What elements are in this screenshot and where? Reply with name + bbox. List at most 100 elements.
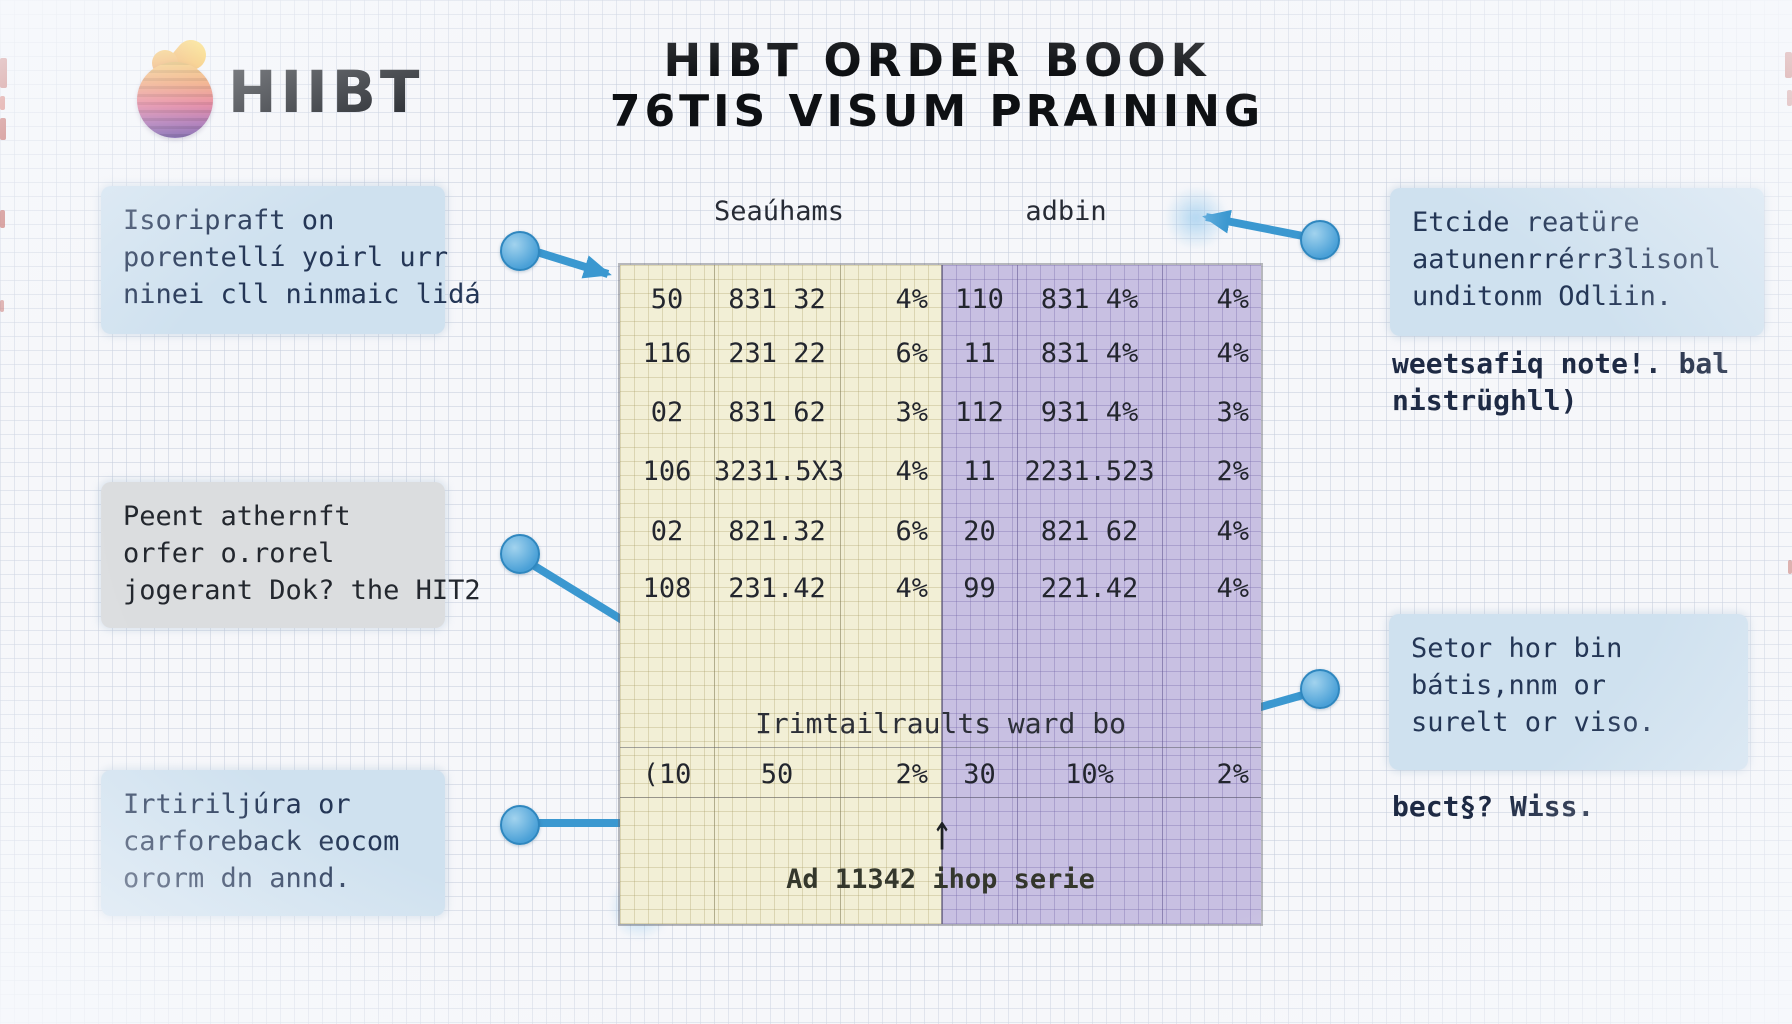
callout-line: Etcide reatüre: [1412, 207, 1640, 238]
callout-line: bátis,nnm or: [1411, 670, 1607, 701]
table-row: 116 231 22 6% 11 831 4% 4%: [620, 327, 1261, 381]
side-note-top: weetsafiq note!. bal nistrüghll): [1392, 345, 1729, 419]
hibt-logo-icon: [137, 62, 213, 138]
callout-line: Peent athernft: [123, 501, 351, 532]
footer-bid-price: 50: [760, 759, 794, 790]
edge-artifact: [0, 58, 7, 88]
bids-column-header: Seaúhams: [713, 196, 845, 227]
bid-qty: 116: [642, 338, 692, 369]
bid-qty: 02: [650, 397, 684, 428]
up-arrow-icon: ↑: [931, 803, 953, 863]
bid-price: 231 22: [728, 338, 826, 369]
footer-ask-pct: 2%: [1216, 759, 1249, 790]
side-note-line: weetsafiq note!. bal: [1392, 347, 1730, 380]
bid-qty: 108: [642, 573, 692, 604]
callout-line: ororm dn annd.: [123, 863, 351, 894]
edge-artifact: [1787, 90, 1792, 106]
edge-artifact: [1788, 560, 1792, 574]
bid-pct: 4%: [895, 284, 928, 315]
bid-qty: 50: [650, 284, 684, 315]
footer-ask-qty: 30: [963, 759, 996, 790]
ask-qty: 11: [963, 456, 996, 487]
ask-price: 221.42: [1040, 573, 1139, 604]
callout-line: jogerant Dok? the HIT2: [123, 575, 481, 606]
ask-qty: 112: [955, 397, 1004, 428]
callout-right-bottom: Setor hor bin bátis,nnm or surelt or vis…: [1389, 614, 1748, 770]
bid-pct: 4%: [895, 573, 928, 604]
bid-price: 231.42: [728, 573, 826, 604]
callout-line: Isoripraft on: [123, 205, 335, 236]
page-title-line1: HIBT ORDER BOOK: [663, 34, 1211, 87]
ask-qty: 99: [963, 573, 996, 604]
connector-dot: [500, 805, 540, 845]
ask-price: 821 62: [1040, 516, 1139, 547]
callout-left-top: Isoripraft on porentellí yoirl urr ninei…: [101, 186, 481, 334]
bid-qty: 02: [650, 516, 684, 547]
callout-line: porentellí yoirl urr: [123, 242, 449, 273]
ask-pct: 2%: [1216, 456, 1249, 487]
table-row: 50 831 32 4% 110 831 4% 4%: [620, 273, 1261, 327]
callout-line: unditonm Odliin.: [1412, 281, 1673, 312]
page-title: HIBT ORDER BOOK 76TIS VISUM PRAINING: [577, 38, 1297, 135]
ask-pct: 4%: [1216, 338, 1249, 369]
ask-pct: 4%: [1216, 516, 1249, 547]
ask-pct: 4%: [1216, 573, 1249, 604]
ask-qty: 11: [963, 338, 996, 369]
footer-heading: Irimtailraults ward bo: [755, 707, 1126, 740]
connector-dot: [1300, 669, 1340, 709]
logo-wordmark: HIIBT: [228, 58, 424, 126]
ask-price: 931 4%: [1040, 397, 1139, 428]
bid-qty: 106: [642, 456, 692, 487]
ask-qty: 110: [955, 284, 1004, 315]
ask-pct: 4%: [1216, 284, 1249, 315]
bid-pct: 4%: [895, 456, 928, 487]
callout-left-middle: Peent athernft orfer o.rorel jogerant Do…: [101, 482, 481, 628]
bid-price: 831 62: [728, 397, 826, 428]
callout-right-top: Etcide reatüre aatunenrrérr3lisonl undit…: [1390, 188, 1764, 336]
connector-dot: [500, 534, 540, 574]
bid-pct: 6%: [895, 338, 928, 369]
bid-price: 831 32: [728, 284, 826, 315]
edge-artifact: [0, 96, 5, 110]
asks-column-header: adbin: [1025, 196, 1107, 227]
callout-line: surelt or viso.: [1411, 707, 1655, 738]
divider-line: [620, 797, 1261, 798]
divider-line: [620, 747, 1261, 748]
side-note-bottom: bect§? Wiss.: [1392, 788, 1594, 825]
arrow-left-top: [535, 248, 612, 279]
ask-price: 831 4%: [1040, 284, 1139, 315]
order-book-table: 50 831 32 4% 110 831 4% 4% 116 231 22 6%…: [618, 263, 1263, 926]
footer-row: (10 50 2% 30 10% 2%: [620, 753, 1261, 797]
footer-note: Ad 11342 ihop serie: [786, 864, 1095, 895]
edge-artifact: [0, 118, 6, 140]
ask-qty: 20: [963, 516, 996, 547]
ask-price: 831 4%: [1040, 338, 1139, 369]
bid-price: 821.32: [728, 516, 826, 547]
side-note-line: nistrüghll): [1392, 384, 1578, 417]
callout-line: carforeback eocom: [123, 826, 400, 857]
edge-artifact: [0, 300, 4, 312]
bid-pct: 3%: [895, 397, 928, 428]
edge-artifact: [0, 210, 5, 228]
side-note-line: bect§? Wiss.: [1392, 790, 1595, 823]
footer-bid-qty: (10: [642, 759, 692, 790]
page-title-line2: 76TIS VISUM PRAINING: [609, 86, 1265, 137]
bid-pct: 6%: [895, 516, 928, 547]
ask-pct: 3%: [1216, 397, 1249, 428]
table-row: 02 821.32 6% 20 821 62 4%: [620, 505, 1261, 559]
callout-line: Setor hor bin: [1411, 633, 1623, 664]
callout-line: aatunenrrérr3lisonl: [1412, 244, 1721, 275]
edge-artifact: [1785, 52, 1792, 78]
bid-price: 3231.5X3: [714, 456, 845, 487]
table-row: 106 3231.5X3 4% 11 2231.523 2%: [620, 445, 1261, 499]
callout-line: Irtiriljúra or: [123, 789, 351, 820]
connector-dot: [500, 231, 540, 271]
connector-dot: [1300, 220, 1340, 260]
table-row: 02 831 62 3% 112 931 4% 3%: [620, 386, 1261, 440]
ask-price: 2231.523: [1024, 456, 1155, 487]
callout-line: ninei cll ninmaic lidá: [123, 279, 481, 310]
footer-bid-pct: 2%: [895, 759, 928, 790]
table-row: 108 231.42 4% 99 221.42 4%: [620, 562, 1261, 616]
callout-line: orfer o.rorel: [123, 538, 335, 569]
